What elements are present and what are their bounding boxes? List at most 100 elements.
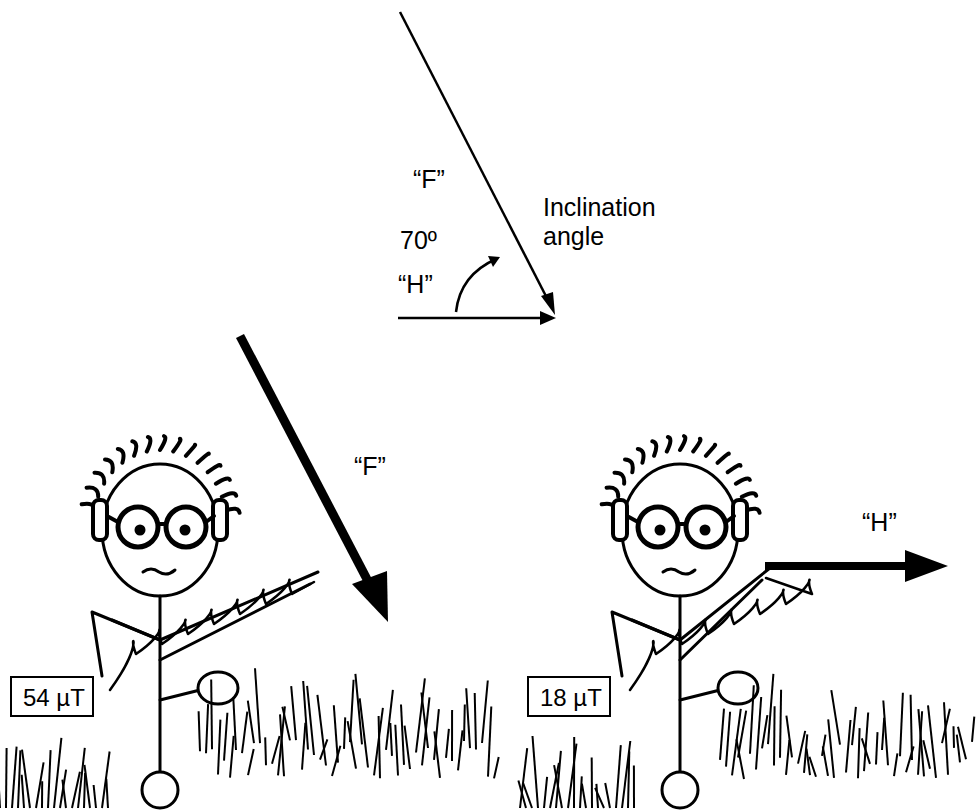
grass-blade: [482, 681, 488, 744]
grass-blade: [62, 780, 66, 808]
eye: [136, 526, 144, 534]
grass-blade: [846, 720, 851, 773]
grass-blade: [280, 714, 284, 776]
grass-blade: [421, 693, 428, 749]
grass-blade: [852, 707, 856, 745]
grass-blade: [862, 738, 870, 764]
angle-arc: [456, 259, 496, 312]
leg: [680, 690, 720, 700]
grass-blade: [390, 723, 392, 756]
grass-blade: [568, 744, 577, 808]
grass-blade: [255, 668, 260, 743]
glasses: [638, 507, 678, 547]
grass-blade: [60, 770, 66, 808]
grass-blade: [360, 698, 368, 767]
body: [679, 596, 682, 772]
grass-blade: [5, 748, 8, 808]
stick-figure: [82, 436, 318, 808]
eye: [701, 526, 709, 534]
grass-blade: [798, 731, 805, 764]
grass-blade: [248, 749, 254, 775]
arm: [632, 620, 680, 640]
grass-blade: [773, 706, 776, 765]
grass-blade: [628, 752, 629, 808]
grass-blade: [726, 712, 730, 767]
grass-blade: [582, 784, 586, 808]
stick-figure: [602, 436, 812, 808]
meter-reading: 54 µT: [23, 685, 81, 711]
grass-blade: [605, 783, 610, 808]
glasses: [166, 507, 206, 547]
grass-blade: [953, 726, 956, 748]
meter-display: 54 µT: [10, 676, 94, 717]
grass-blade: [972, 717, 974, 742]
grass-blade: [307, 686, 314, 755]
grass-blade: [573, 737, 575, 808]
grass-blade: [595, 788, 604, 808]
foot: [662, 772, 698, 808]
grass-blade: [282, 707, 290, 741]
grass-blade: [22, 750, 30, 808]
eye: [181, 526, 189, 534]
vector-label: “F”: [413, 165, 445, 194]
arm: [160, 584, 310, 660]
arm: [680, 580, 762, 660]
h-vector: [398, 317, 544, 320]
grass-blade: [622, 741, 630, 808]
grass-blade: [248, 701, 254, 743]
probe-cable: [630, 578, 812, 690]
grass-blade: [957, 735, 960, 763]
vector-label: “H”: [862, 508, 897, 537]
mouth: [143, 569, 175, 574]
grass-blade: [36, 762, 44, 808]
grass-blade: [756, 697, 761, 770]
grass-blade: [344, 717, 345, 749]
foot: [142, 772, 178, 808]
grass-blade: [272, 736, 280, 764]
grass-blade: [78, 748, 85, 808]
grass-blade: [466, 688, 470, 748]
grass-blade: [395, 725, 398, 776]
grass-blade: [434, 731, 440, 778]
grass-blade: [923, 740, 930, 769]
horizontal-arrow: [765, 550, 948, 582]
grass-blade: [616, 745, 621, 808]
field-arrow: [240, 336, 388, 622]
grass-blade: [911, 695, 912, 760]
grass-blade: [401, 705, 404, 765]
grass-blade: [102, 752, 110, 809]
grass-blade: [720, 709, 724, 760]
grass-blade: [230, 736, 234, 778]
grass-blade: [291, 686, 296, 740]
grass-blade: [809, 757, 816, 777]
grass-blade: [206, 704, 208, 753]
grass-blade: [458, 730, 463, 770]
grass-blade: [807, 749, 811, 775]
vector-label: “F”: [354, 452, 386, 481]
grass-blade: [451, 710, 453, 761]
angle-label: Inclination angle: [543, 193, 708, 251]
vector-label: “H”: [398, 270, 433, 299]
glasses: [118, 507, 158, 547]
grass-blade: [405, 726, 410, 769]
grass-blade: [518, 781, 526, 809]
grass-blade: [22, 775, 24, 808]
grass-blade: [494, 757, 499, 778]
grass-blade: [210, 679, 213, 749]
grass-blade: [786, 740, 789, 775]
grass-blade: [302, 723, 305, 770]
grass-blade: [199, 711, 200, 751]
grass-blade: [876, 732, 878, 764]
grass-blade: [233, 698, 236, 750]
meter-reading: 18 µT: [540, 685, 598, 711]
arrow-head: [541, 292, 555, 315]
grass-blade: [828, 719, 834, 778]
grass-blade: [831, 690, 840, 745]
grass-blade: [224, 713, 227, 761]
probe-cable: [110, 580, 314, 690]
f-vector: [400, 12, 550, 304]
vector-diagram: [398, 12, 556, 325]
